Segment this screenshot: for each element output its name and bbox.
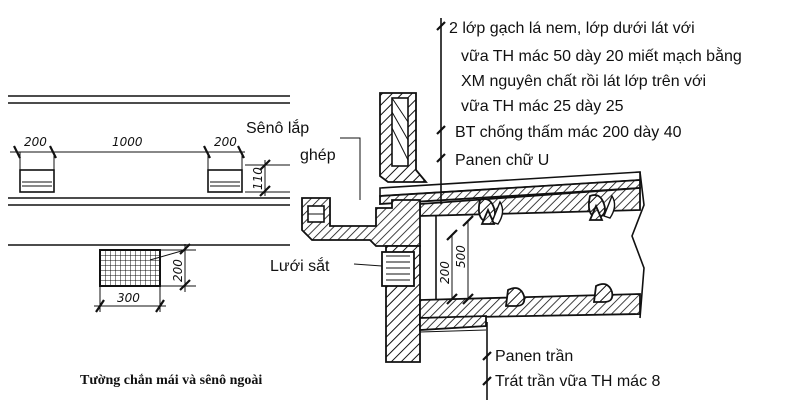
figure-caption: Tường chắn mái và sênô ngoài [80, 373, 262, 388]
dim-110: 110 [251, 167, 265, 190]
label-ceiling-panel: Panen trần [495, 348, 573, 365]
label-u-panel: Panen chữ U [455, 152, 549, 169]
dim-300: 300 [117, 291, 140, 305]
label-layer1-line4: vữa TH mác 25 dày 25 [461, 98, 624, 115]
mesh-grate [99, 249, 161, 287]
dim-200-right: 200 [214, 135, 237, 149]
label-layer1-line3: XM nguyên chất rồi lát lớp trên với [461, 73, 706, 90]
section-view: 200 500 [149, 18, 645, 400]
label-layer1-line1: 2 lớp gạch lá nem, lớp dưới lát với [449, 20, 695, 37]
dim-200-section: 200 [438, 261, 452, 284]
plan-opening-right [207, 169, 243, 193]
label-layer1-line2: vữa TH mác 50 dày 20 miết mạch bằng [461, 46, 742, 65]
plan-view: 200 1000 200 110 200 300 [8, 95, 290, 313]
dim-200-grate: 200 [171, 259, 185, 282]
plan-opening-left [19, 169, 55, 193]
dim-200-left: 200 [24, 135, 47, 149]
label-waterproof-concrete: BT chống thấm mác 200 dày 40 [455, 124, 682, 141]
label-mesh: Lưới sắt [270, 256, 330, 275]
dim-500: 500 [454, 245, 468, 268]
dim-1000: 1000 [112, 135, 143, 149]
seno-gutter [301, 197, 421, 247]
label-seno-line2: ghép [300, 147, 336, 164]
mesh-opening [381, 251, 415, 287]
label-seno-line1: Sênô lắp [246, 118, 309, 137]
label-plaster: Trát trần vữa TH mác 8 [495, 373, 661, 390]
